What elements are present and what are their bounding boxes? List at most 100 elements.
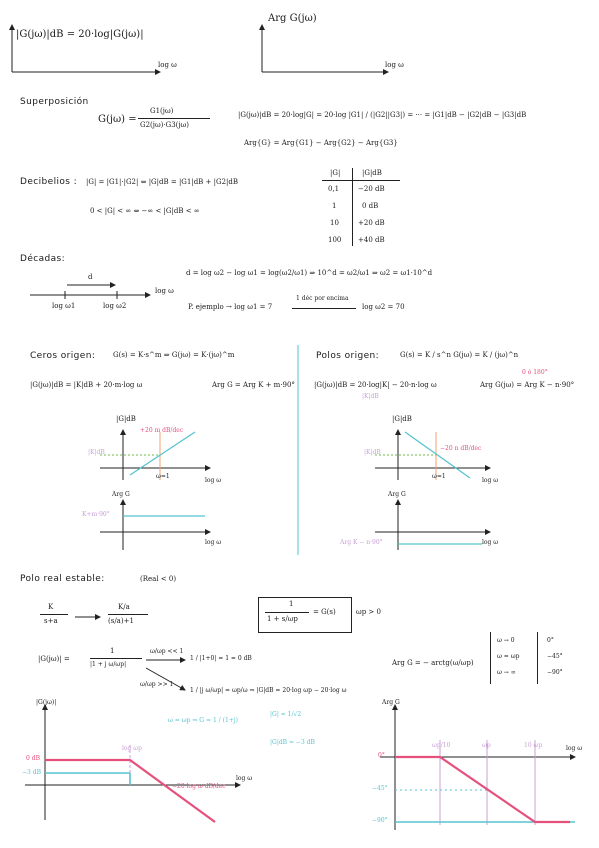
table-header: |G|dB [362,169,382,177]
box-rhs: = G(s) [313,608,336,616]
bottom-arg-m90: −90° [372,817,388,824]
arg-case-val: −45° [547,653,563,660]
ceros-arg: Arg G = Arg K + m·90° [212,381,295,389]
polo-real-mag-den: |1 + j ω/ωp| [90,661,127,668]
polos-mag-plot [375,429,491,480]
ceros-slope: +20 m dB/dec [140,427,184,434]
decadas-example-arrow [292,308,356,309]
polo-real-arg-eq: Arg G = − arctg(ω/ωp) [392,659,474,667]
table-cell: 0 dB [362,202,379,210]
arg-case-val: −90° [547,669,563,676]
superposicion-den: G2(jω)·G3(jω) [140,121,189,129]
table-cell: 1 [332,202,337,210]
decadas-eq: d = log ω2 − log ω1 = log(ω2/ω1) ⇒ 10^d … [186,269,433,277]
polos-x-label: log ω [482,477,499,484]
header-mag-axis-x: log ω [158,61,177,69]
table-header: |G| [330,169,341,177]
polos-k-db-note: |K|dB [362,393,379,400]
fraction-bar [108,614,148,615]
header-arg-axis-x: log ω [385,61,404,69]
ceros-eq1: G(s) = K·s^m ⇒ G(jω) = K·(jω)^m [113,351,235,359]
polo-real-low-res: 1 / |1+0| = 1 = 0 dB [190,655,252,662]
polo-real-frac2-den: (s/a)+1 [108,617,134,625]
header-mag-formula: |G(jω)|dB = 20·log|G(jω)| [16,29,144,40]
bottom-mag-slope: −20·log ω dB/dec [172,783,226,790]
polo-real-arg-cases: ω → 0 0° ω = ωp −45° ω → ∞ −90° [490,632,581,684]
header-arg-axes [259,24,389,75]
bottom-arg-t1: ωp/10 [432,742,451,749]
bottom-mag-x-label: log ω [236,775,253,782]
fraction-bar [40,614,68,615]
polos-title: Polos origen: [316,351,380,361]
polo-real-cond: (Real < 0) [140,575,177,583]
decadas-example-rhs: log ω2 = 70 [362,303,405,311]
polo-real-frac1-num: K [48,603,54,611]
bottom-arg-plot [380,704,576,830]
polos-k-db: |K|dB [364,449,381,456]
bottom-mag-note3: |G|dB = −3 dB [270,739,315,746]
box-num: 1 [289,600,294,608]
table-cell: −20 dB [358,185,385,193]
bottom-arg-0: 0° [378,752,385,759]
bottom-arg-x-label: log ω [566,745,583,752]
polos-above-arg: 0 ó 180° [522,369,548,376]
table-cell: 10 [330,219,339,227]
decibelios-title: Decibelios : [20,177,78,187]
bottom-mag-note1: ω = ωp ⇒ G = 1 / (1+j) [168,717,238,724]
bottom-arg-y: Arg G [382,699,400,706]
decibelios-eq2: 0 < |G| < ∞ ⇔ −∞ < |G|dB < ∞ [90,207,200,215]
ceros-w1: ω=1 [156,473,170,480]
ceros-arg-y: Arg G [112,491,130,498]
table-cell: +40 dB [358,236,385,244]
table-cell: 0,1 [328,185,340,193]
polo-real-low-cond: ω/ωp << 1 [150,648,184,655]
ceros-mag: |G(jω)|dB = |K|dB + 20·m·log ω [30,381,143,389]
superposicion-mag: |G(jω)|dB = 20·log|G| = 20·log |G1| / (|… [238,111,527,119]
decadas-example-arrow-label: 1 déc por encima [296,295,349,302]
superposicion-lhs: G(jω) = [98,114,137,125]
polo-real-frac2-num: K/a [118,603,130,611]
bottom-mag-wp: log ωp [122,745,143,752]
decadas-tick2: log ω2 [103,302,127,310]
decadas-tick1: log ω1 [52,302,76,310]
polo-real-high-res: 1 / |j ω/ωp| = ωp/ω ⇒ |G|dB = 20·log ωp … [190,687,347,694]
polos-arg: Arg G(jω) = Arg K − n·90° [480,381,575,389]
bottom-mag-note2: |G| = 1/√2 [270,711,302,718]
polo-real-wp-cond: ωp > 0 [356,608,381,616]
superposicion-title: Superposición [20,97,89,107]
polo-real-frac1-den: s+a [44,617,58,625]
polos-arg-y: Arg G [388,491,406,498]
bottom-mag-y: |G(jω)| [36,699,57,706]
bottom-mag-minus3: −3 dB [22,769,42,776]
superposicion-arg: Arg{G} = Arg{G1} − Arg{G2} − Arg{G3} [244,139,398,147]
arg-case-cond: ω → 0 [497,637,515,644]
ceros-x-label-2: log ω [205,539,222,546]
polos-mag-y: |G|dB [392,415,412,423]
decadas-example-lhs: P. ejemplo → log ω1 = 7 [188,303,273,311]
fraction-bar [138,118,210,119]
box-den: 1 + s/ωp [267,615,298,623]
ceros-arg-val: K+m·90° [82,511,110,518]
table-cell: +20 dB [358,219,385,227]
header-arg-axis-y: Arg G(jω) [268,13,317,24]
bottom-mag-0db: 0 dB [26,755,40,762]
polo-real-high-cond: ω/ωp >> 1 [140,681,174,688]
polos-w1: ω=1 [432,473,446,480]
polos-eq1: G(s) = K / s^n G(jω) = K / (jω)^n [400,351,519,359]
polo-real-title: Polo real estable: [20,574,105,584]
ceros-x-label: log ω [205,477,222,484]
polo-real-mag-lhs: |G(jω)| = [38,655,70,663]
decadas-title: Décadas: [20,254,66,264]
bottom-arg-m45: −45° [372,785,388,792]
fraction-bar [265,612,309,613]
decadas-axis [30,282,151,299]
polos-arg-val: Arg K − n·90° [340,539,383,546]
arg-case-val: 0° [547,637,554,644]
ceros-k-db: |K|dB [88,449,105,456]
arg-case-cond: ω = ωp [497,653,520,660]
ceros-mag-plot [100,429,211,480]
decibelios-eq1: |G| = |G1|·|G2| ⇔ |G|dB = |G1|dB + |G2|d… [86,178,239,186]
decadas-axis-label: log ω [155,287,174,295]
polo-real-arrows [75,614,186,691]
